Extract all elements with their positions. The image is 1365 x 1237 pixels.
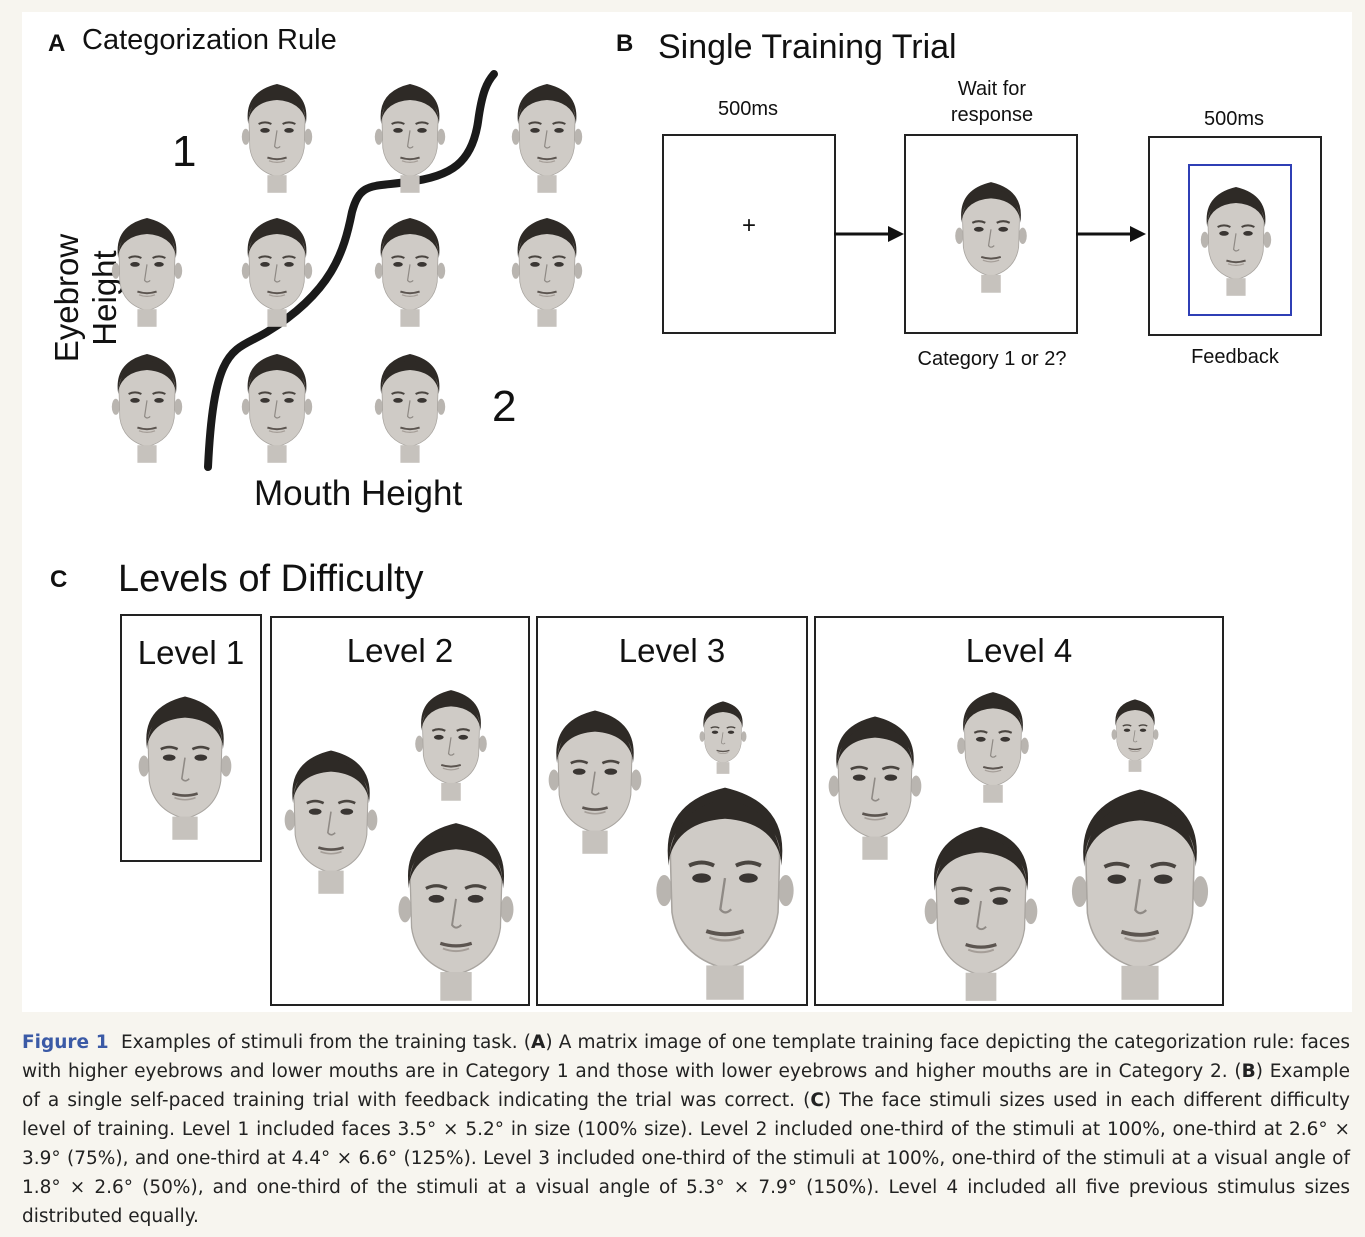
level-2-face-125 <box>388 810 524 1006</box>
panel-a-title: Categorization Rule <box>82 24 337 56</box>
level-1-face <box>132 686 238 844</box>
level-2-face-75 <box>410 682 492 804</box>
face-matrix-r1c4 <box>507 76 587 196</box>
level-4-label: Level 4 <box>965 632 1073 669</box>
panel-b-title: Single Training Trial <box>658 28 957 66</box>
category-boundary-curve <box>204 70 498 471</box>
face-matrix-r2c4 <box>507 210 587 330</box>
face-matrix-r2c1 <box>107 210 187 330</box>
level-2-box: Level 2 <box>270 616 530 1006</box>
level-1-box: Level 1 <box>120 614 262 862</box>
step3-caption: Feedback <box>1191 346 1279 368</box>
panel-a-letter: A <box>48 30 66 57</box>
step2-time-line2: response <box>950 104 1034 126</box>
level-4-box: Level 4 <box>814 616 1224 1006</box>
face-matrix-r3c3 <box>370 346 450 466</box>
response-face <box>950 174 1032 296</box>
face-matrix-r1c2 <box>237 76 317 196</box>
level-3-label: Level 3 <box>618 632 726 669</box>
level-2-label: Level 2 <box>346 632 454 669</box>
level-4-face-50 <box>1108 694 1162 774</box>
fixation-cross: + <box>741 212 756 239</box>
caption-ref-a: A <box>531 1032 546 1053</box>
level-3-box: Level 3 <box>536 616 808 1006</box>
face-matrix-r2c3 <box>370 210 450 330</box>
step2-time-line1: Wait for <box>957 78 1027 100</box>
level-4-face-100 <box>822 706 928 864</box>
step2-caption: Category 1 or 2? <box>917 348 1067 370</box>
arrow-right-icon <box>1076 226 1146 242</box>
panel-c-letter: C <box>50 566 68 593</box>
caption-ref-c: C <box>810 1090 824 1111</box>
caption-text-1: ) A matrix image of one template trainin… <box>22 1032 1350 1082</box>
level-2-face-100 <box>278 740 384 898</box>
category-1-label: 1 <box>172 127 197 176</box>
feedback-screen <box>1148 136 1322 336</box>
figure-label: Figure 1 <box>22 1032 109 1053</box>
caption-text-0: Examples of stimuli from the training ta… <box>120 1032 531 1053</box>
caption-text-2: ) Example of a single self-paced trainin… <box>22 1061 1351 1111</box>
fixation-screen: + <box>662 134 836 334</box>
level-1-label: Level 1 <box>137 634 245 671</box>
step1-time: 500ms <box>717 98 779 120</box>
panel-c-title: Levels of Difficulty <box>118 558 424 600</box>
caption-ref-b: B <box>1241 1061 1256 1082</box>
feedback-face <box>1196 178 1276 300</box>
face-matrix-r2c2 <box>237 210 317 330</box>
level-3-face-50 <box>696 696 750 776</box>
face-matrix-r1c3 <box>370 76 450 196</box>
face-matrix-r3c2 <box>237 346 317 466</box>
level-4-face-150 <box>1060 774 1220 1006</box>
caption-text-3: ) The face stimuli sizes used in each di… <box>22 1090 1350 1227</box>
figure: A Categorization Rule Eyebrow Height Mou… <box>22 12 1352 1012</box>
level-4-face-75 <box>952 684 1034 806</box>
level-3-face-150 <box>644 772 806 1006</box>
arrow-right-icon <box>834 226 904 242</box>
feedback-border <box>1188 164 1292 316</box>
level-3-face-100 <box>542 700 648 858</box>
step3-time: 500ms <box>1203 108 1265 130</box>
level-4-face-125 <box>914 814 1048 1006</box>
face-matrix-r3c1 <box>107 346 187 466</box>
response-screen <box>904 134 1078 334</box>
mouth-height-label: Mouth Height <box>254 474 463 513</box>
category-2-label: 2 <box>492 382 517 431</box>
figure-caption: Figure 1 Examples of stimuli from the tr… <box>22 1028 1350 1231</box>
panel-b-letter: B <box>616 30 634 57</box>
